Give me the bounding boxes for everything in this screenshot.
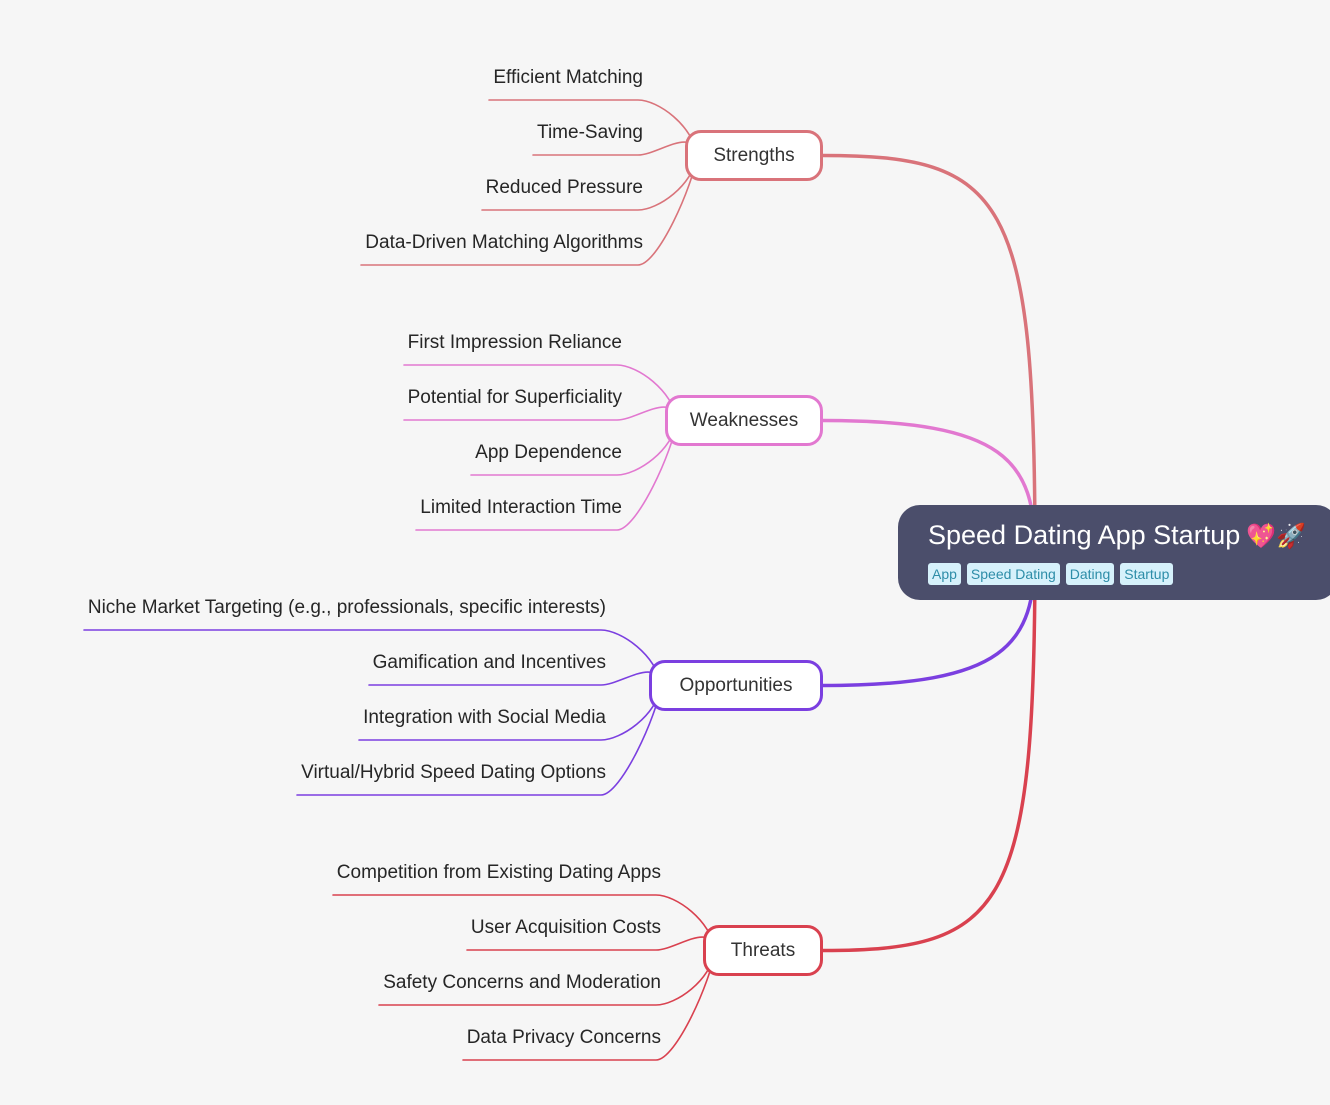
root-emoji: 💖🚀 [1246, 523, 1306, 550]
leaf-first-impression-reliance[interactable]: First Impression Reliance [407, 332, 622, 353]
tag-dating[interactable]: Dating [1065, 563, 1115, 585]
branch-node-weaknesses[interactable]: Weaknesses [665, 395, 823, 446]
tag-speed-dating[interactable]: Speed Dating [966, 563, 1060, 585]
leaf-gamification-incentives[interactable]: Gamification and Incentives [372, 652, 606, 673]
root-title: Speed Dating App Startup💖🚀 [928, 519, 1330, 553]
leaf-data-driven-matching[interactable]: Data-Driven Matching Algorithms [365, 232, 643, 253]
root-node[interactable]: Speed Dating App Startup💖🚀 App Speed Dat… [898, 505, 1330, 600]
branch-node-opportunities[interactable]: Opportunities [649, 660, 823, 711]
leaf-data-privacy[interactable]: Data Privacy Concerns [466, 1027, 661, 1048]
tag-startup[interactable]: Startup [1120, 563, 1174, 585]
leaf-virtual-hybrid-options[interactable]: Virtual/Hybrid Speed Dating Options [301, 762, 606, 783]
leaf-potential-superficiality[interactable]: Potential for Superficiality [407, 387, 622, 408]
root-title-text: Speed Dating App Startup [928, 520, 1241, 550]
leaf-user-acquisition-costs[interactable]: User Acquisition Costs [470, 917, 661, 938]
leaf-competition-dating-apps[interactable]: Competition from Existing Dating Apps [336, 862, 661, 883]
branch-connector [821, 550, 1037, 953]
leaf-app-dependence[interactable]: App Dependence [475, 442, 622, 463]
tag-app[interactable]: App [928, 563, 961, 585]
leaf-time-saving[interactable]: Time-Saving [537, 122, 643, 143]
branch-connector [821, 153, 1037, 554]
leaf-limited-interaction-time[interactable]: Limited Interaction Time [420, 497, 622, 518]
branch-node-strengths[interactable]: Strengths [685, 130, 823, 181]
leaf-efficient-matching[interactable]: Efficient Matching [493, 67, 643, 88]
leaf-safety-moderation[interactable]: Safety Concerns and Moderation [383, 972, 661, 993]
leaf-social-media-integration[interactable]: Integration with Social Media [363, 707, 606, 728]
branch-node-threats[interactable]: Threats [703, 925, 823, 976]
tag-list: App Speed Dating Dating Startup [928, 563, 1330, 585]
leaf-niche-market-targeting[interactable]: Niche Market Targeting (e.g., profession… [87, 597, 606, 618]
leaf-reduced-pressure[interactable]: Reduced Pressure [485, 177, 643, 198]
